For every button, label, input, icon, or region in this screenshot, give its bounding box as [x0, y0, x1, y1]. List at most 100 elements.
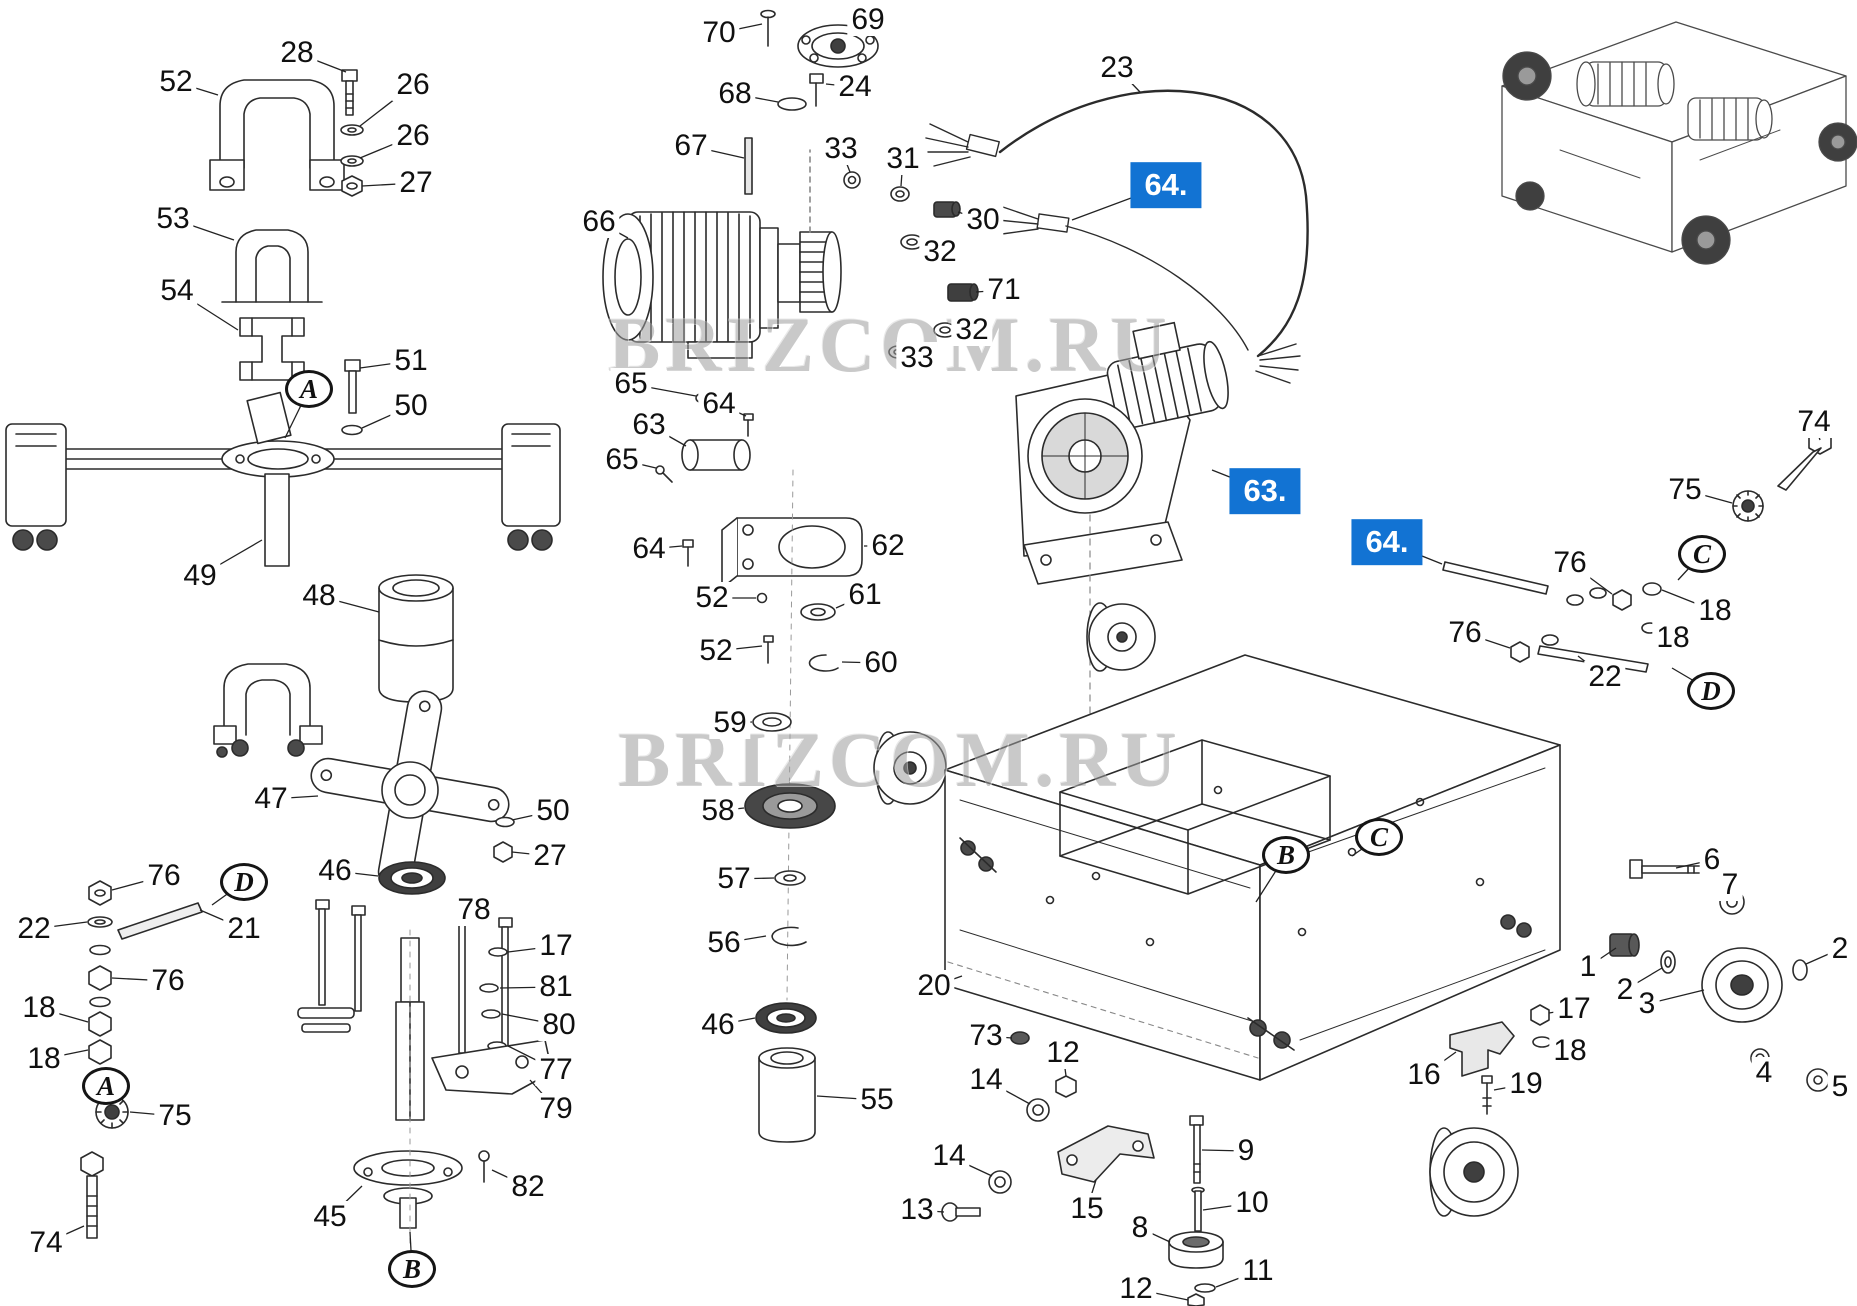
- part-label-10: 10: [1231, 1187, 1273, 1219]
- part-label-8: 8: [1127, 1212, 1153, 1244]
- part-label-13: 13: [896, 1194, 938, 1226]
- part-label-17: 17: [535, 930, 577, 962]
- pulley-mid-drawing: [1086, 602, 1156, 672]
- part-label-26: 26: [392, 69, 434, 101]
- part-label-58: 58: [697, 795, 739, 827]
- part-label-46: 46: [697, 1009, 739, 1041]
- part-label-14: 14: [928, 1140, 970, 1172]
- part-label-14: 14: [965, 1064, 1007, 1096]
- cross-plate-47-drawing: [310, 690, 510, 890]
- part-label-27: 27: [529, 840, 571, 872]
- part-label-32: 32: [951, 314, 993, 346]
- part-label-74: 74: [25, 1227, 67, 1259]
- part-label-65: 65: [610, 368, 652, 400]
- part-label-68: 68: [714, 78, 756, 110]
- part-label-50: 50: [532, 795, 574, 827]
- part-label-18: 18: [23, 1043, 65, 1075]
- bearing-46-drawing-a: [378, 861, 446, 895]
- bracket-53-drawing: [221, 229, 323, 303]
- part-label-31: 31: [882, 143, 924, 175]
- reference-letter-B: B: [388, 1250, 436, 1288]
- group-callout-63[interactable]: 63.: [1229, 468, 1301, 514]
- washer-50-drawing: [341, 424, 363, 436]
- part-label-7: 7: [1717, 869, 1743, 901]
- part-label-65: 65: [601, 444, 643, 476]
- reference-letter-B: B: [1262, 836, 1310, 874]
- part-label-18: 18: [1652, 622, 1694, 654]
- part-label-17: 17: [1553, 993, 1595, 1025]
- part-label-27: 27: [395, 167, 437, 199]
- part-label-81: 81: [535, 971, 577, 1003]
- part-label-75: 75: [1664, 474, 1706, 506]
- part-label-66: 66: [578, 206, 620, 238]
- spider-49-drawing: [5, 391, 561, 567]
- pulley-left-drawing: [873, 731, 947, 805]
- bottom-middle-hardware-drawing: [941, 1031, 1224, 1306]
- ring-stack-drawing: [744, 469, 839, 1143]
- part-label-30: 30: [962, 204, 1004, 236]
- part-label-18: 18: [18, 992, 60, 1024]
- part-label-71: 71: [983, 274, 1025, 306]
- part-label-52: 52: [155, 66, 197, 98]
- gearmotor-63-drawing: [1015, 321, 1229, 761]
- frame-20-drawing: [944, 654, 1561, 1081]
- part-label-60: 60: [860, 647, 902, 679]
- bearing-75-drawing-b: [1732, 490, 1764, 522]
- part-label-53: 53: [152, 203, 194, 235]
- group-callout-64[interactable]: 64.: [1130, 162, 1202, 208]
- part-label-22: 22: [13, 913, 55, 945]
- bolt-28-drawing: [341, 69, 358, 116]
- inset-wheels: [1502, 51, 1857, 265]
- bolt-51-drawing: [344, 359, 361, 414]
- cable-23-drawing: [925, 89, 1309, 384]
- part-label-76: 76: [1444, 617, 1486, 649]
- part-label-33: 33: [820, 133, 862, 165]
- part-label-2: 2: [1827, 933, 1853, 965]
- part-label-16: 16: [1403, 1059, 1445, 1091]
- bolt-74-drawing-a: [80, 1151, 104, 1239]
- part-label-52: 52: [695, 635, 737, 667]
- part-label-18: 18: [1694, 595, 1736, 627]
- bracket-62-drawing: [721, 517, 863, 589]
- washer-68-drawing: [777, 97, 807, 111]
- part-label-11: 11: [1238, 1255, 1278, 1287]
- part-label-22: 22: [1584, 661, 1626, 693]
- part-label-12: 12: [1115, 1273, 1157, 1305]
- reference-letter-D: D: [1687, 672, 1735, 710]
- left-hardware-column-drawing: [87, 880, 203, 1065]
- part-label-78: 78: [453, 894, 495, 926]
- frame-roller-bottom: [1247, 1017, 1295, 1051]
- part-label-79: 79: [535, 1093, 577, 1125]
- frame-roller-left: [959, 837, 997, 873]
- part-label-75: 75: [154, 1100, 196, 1132]
- part-label-57: 57: [713, 863, 755, 895]
- part-label-64: 64: [698, 388, 740, 420]
- part-label-73: 73: [965, 1020, 1007, 1052]
- bracket-52-drawing: [209, 79, 345, 191]
- part-label-46: 46: [314, 855, 356, 887]
- part-label-76: 76: [143, 860, 185, 892]
- part-label-32: 32: [919, 236, 961, 268]
- part-label-4: 4: [1751, 1057, 1777, 1089]
- part-label-48: 48: [298, 580, 340, 612]
- part-label-18: 18: [1549, 1035, 1591, 1067]
- part-label-80: 80: [538, 1009, 580, 1041]
- inset-motor-2: [1687, 97, 1773, 141]
- motor-66-drawing: [602, 149, 842, 359]
- part-label-69: 69: [847, 4, 889, 36]
- part-label-21: 21: [223, 913, 265, 945]
- part-label-12: 12: [1042, 1037, 1084, 1069]
- part-label-2: 2: [1612, 974, 1638, 1006]
- part-label-64: 64: [628, 533, 670, 565]
- part-label-56: 56: [703, 927, 745, 959]
- part-label-9: 9: [1233, 1135, 1259, 1167]
- part-label-63: 63: [628, 409, 670, 441]
- part-label-51: 51: [390, 345, 432, 377]
- clamp-54-drawing: [239, 317, 305, 381]
- frame-roller-right: [1500, 914, 1532, 938]
- group-callout-64[interactable]: 64.: [1351, 519, 1423, 565]
- part-label-33: 33: [896, 342, 938, 374]
- part-label-20: 20: [913, 970, 955, 1002]
